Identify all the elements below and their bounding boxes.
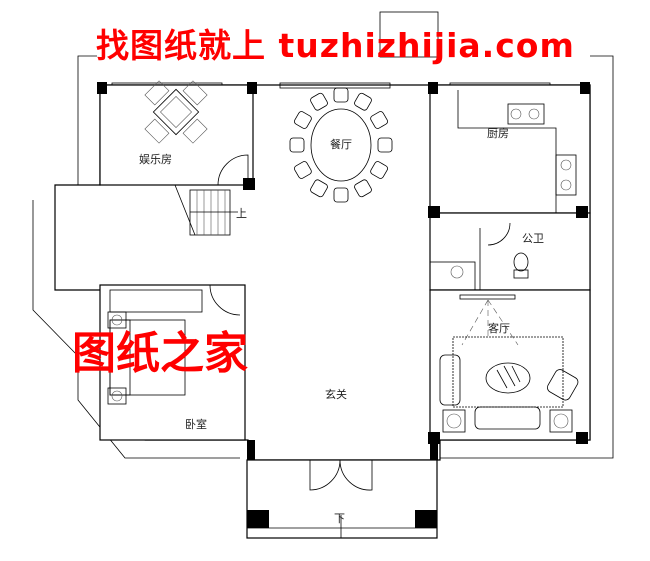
column	[247, 440, 255, 460]
room-label-kitchen: 厨房	[487, 127, 509, 140]
staircase	[174, 184, 238, 236]
dining-chair	[333, 87, 349, 103]
dining-chair	[354, 179, 372, 198]
column	[243, 178, 255, 190]
watermark-top: 找图纸就上 tuzhizhijia.com	[96, 26, 575, 65]
column	[576, 432, 588, 444]
dining-chair	[354, 92, 372, 111]
dining-chair	[294, 161, 312, 179]
wall	[429, 289, 591, 441]
entrance-door	[309, 459, 373, 491]
room-label-entertainment: 娱乐房	[139, 152, 172, 166]
column	[97, 82, 107, 94]
wall	[99, 284, 246, 441]
dining-chair	[310, 92, 328, 111]
game-table	[144, 80, 208, 144]
room-label-foyer: 玄关	[325, 387, 347, 401]
kitchen-counter	[457, 90, 577, 213]
dining-table	[289, 87, 393, 203]
living-furniture	[439, 336, 579, 433]
room-label-living: 客厅	[488, 321, 510, 335]
stair-down-label: 下	[334, 512, 345, 525]
dining-chair	[370, 111, 388, 129]
eave-outline-left	[32, 200, 240, 459]
window	[279, 82, 391, 89]
door	[487, 222, 511, 246]
column	[415, 510, 437, 528]
bedroom-furniture	[107, 289, 203, 405]
bathroom-fixtures	[429, 252, 590, 300]
column	[580, 82, 590, 94]
dining-chair	[294, 111, 312, 129]
dining-chair	[333, 187, 349, 203]
dining-chair	[377, 137, 393, 153]
chimney	[379, 11, 439, 58]
porch	[246, 459, 438, 539]
column	[576, 206, 588, 218]
column	[247, 82, 257, 94]
column	[428, 206, 440, 218]
room-label-bedroom: 卧室	[185, 417, 207, 431]
dining-chair	[370, 161, 388, 179]
watermark-middle: 图纸之家	[72, 328, 248, 379]
column	[247, 510, 269, 528]
wall	[429, 84, 591, 214]
stair-up-label: 上	[236, 207, 247, 220]
column	[430, 440, 438, 460]
wall	[99, 84, 254, 186]
tv-sightline	[461, 299, 519, 346]
column	[428, 82, 438, 94]
room-label-public-bath: 公卫	[522, 232, 544, 245]
door	[209, 284, 241, 316]
eave-outline-right	[440, 55, 614, 459]
room-label-dining: 餐厅	[330, 137, 352, 151]
dining-chair	[289, 137, 305, 153]
door	[217, 154, 249, 186]
dining-chair	[310, 179, 328, 198]
